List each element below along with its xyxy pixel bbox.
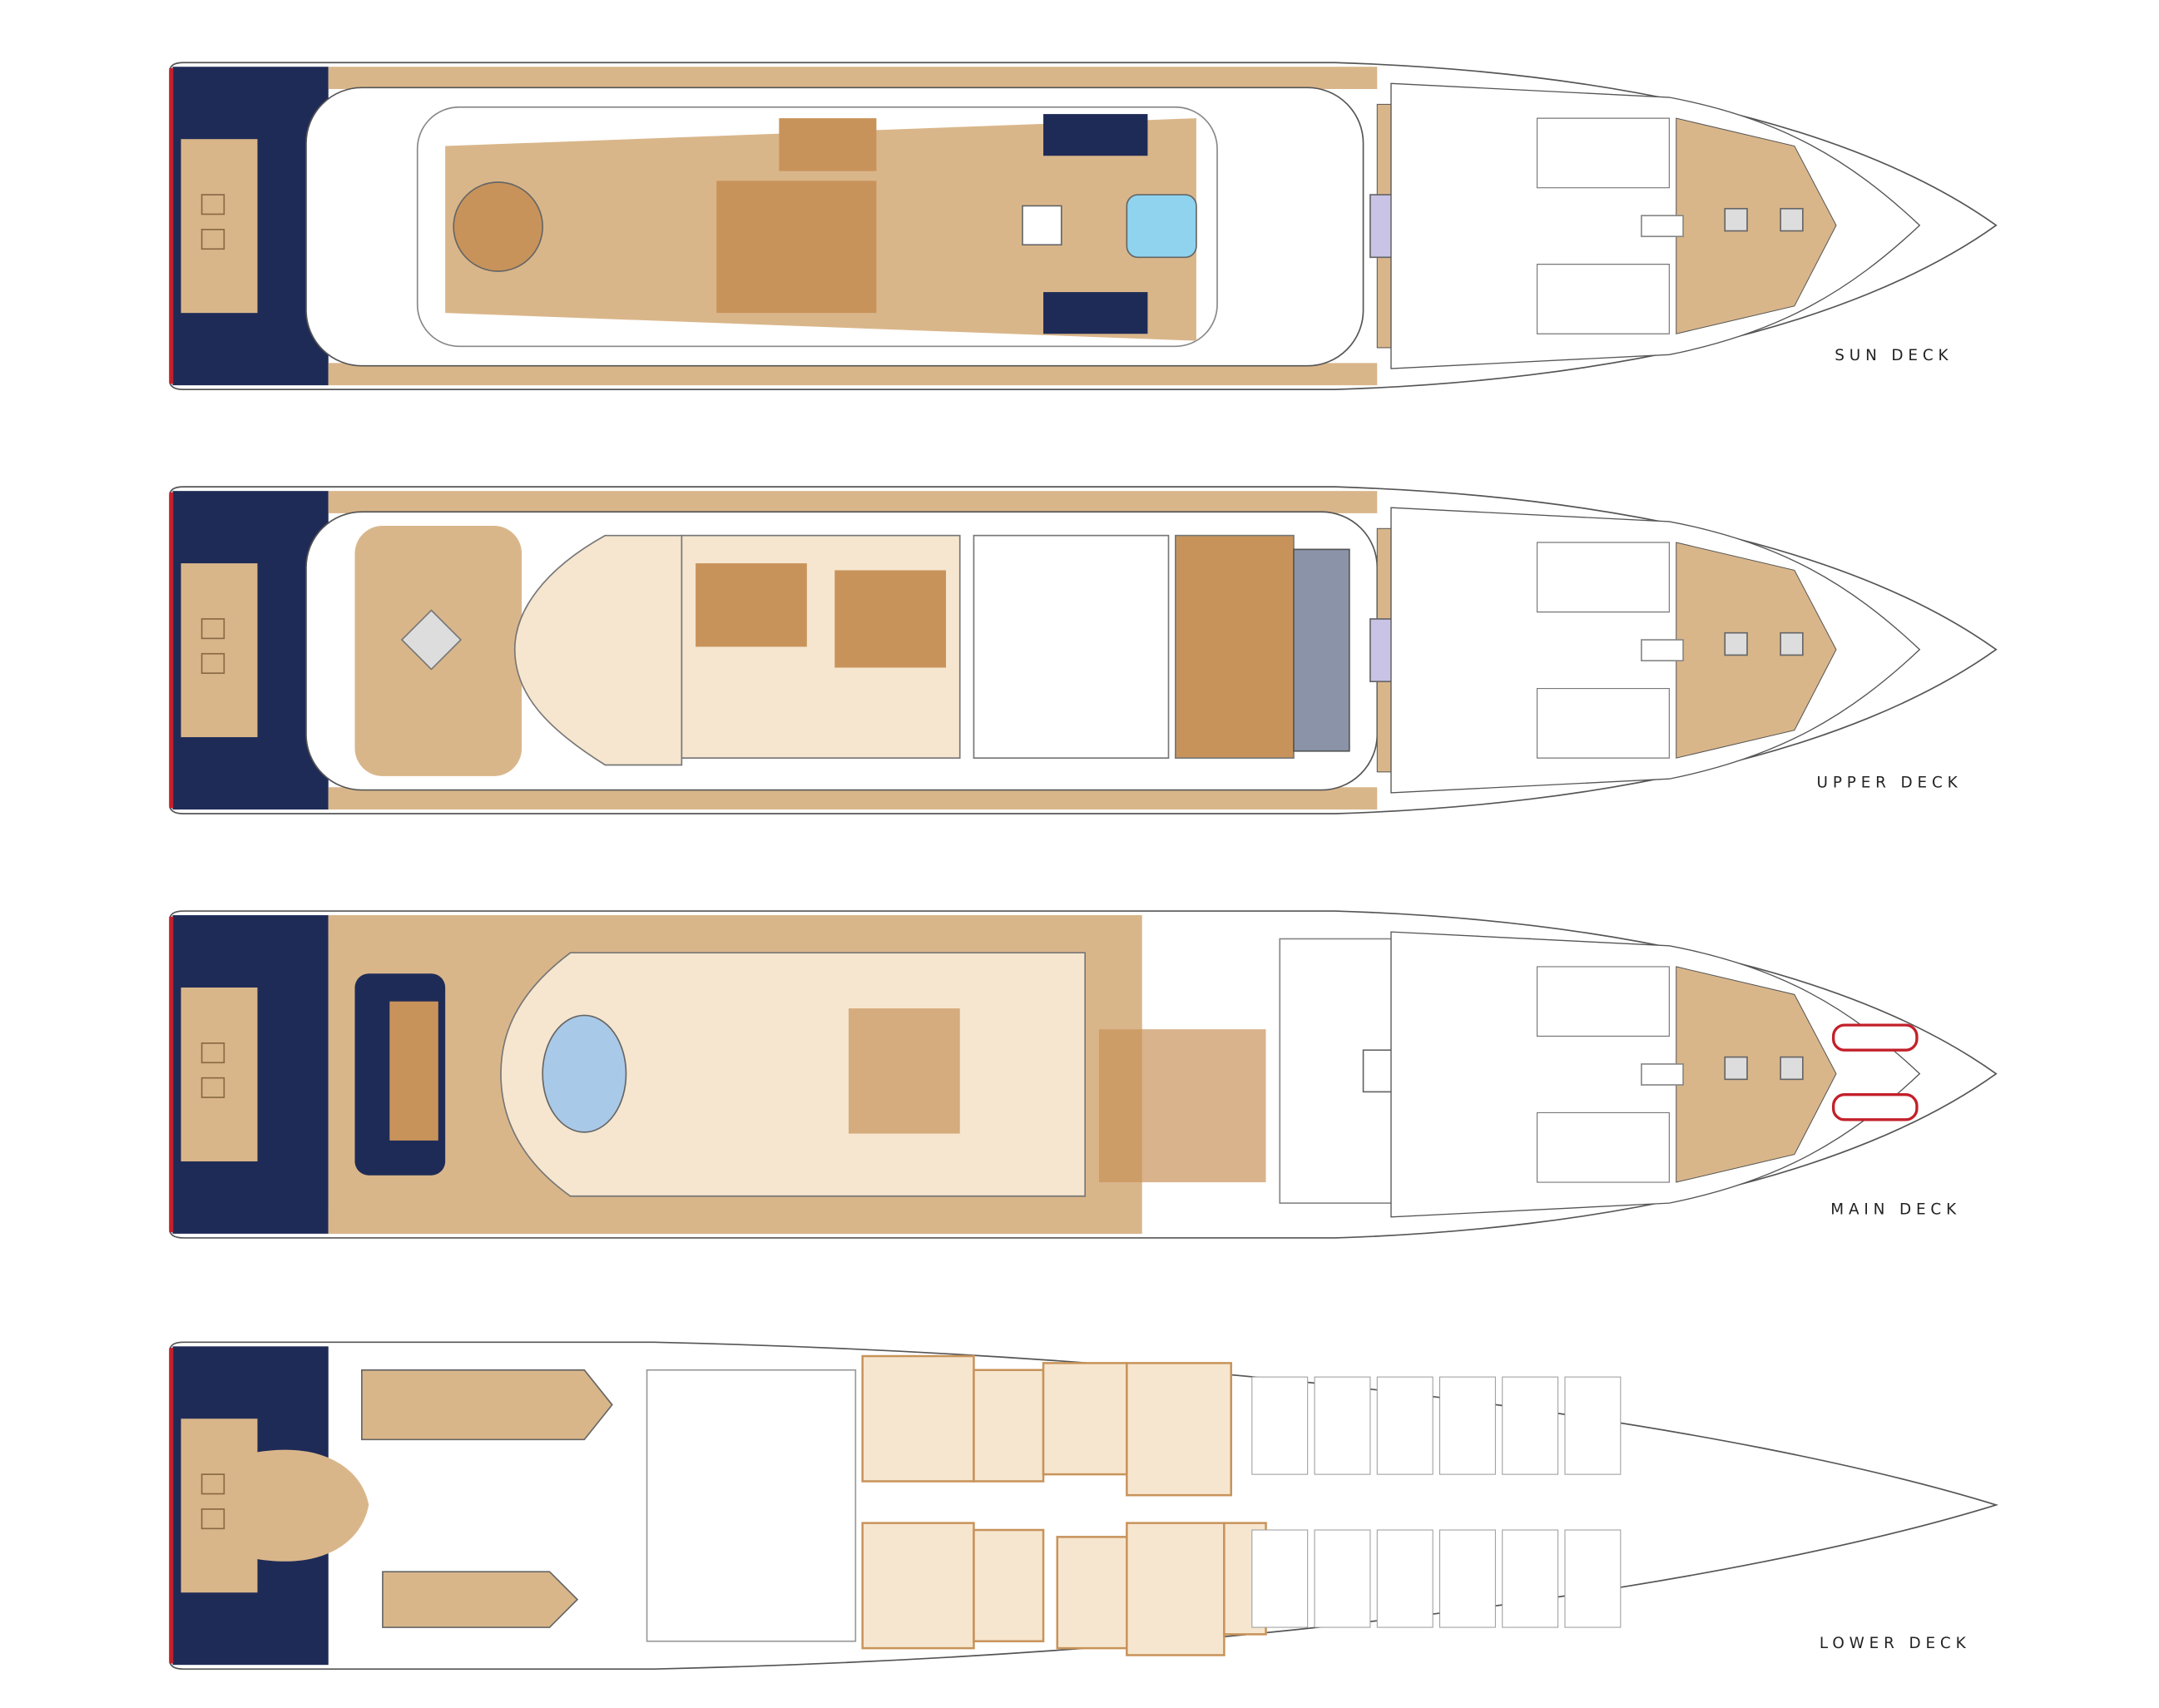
study [1098,1029,1266,1183]
stair-lobby [973,534,1170,759]
dining-table [542,1014,627,1133]
sun-lounger-set [1043,292,1148,334]
stern-hatch [201,1042,225,1064]
dressing [834,570,947,668]
table [400,609,463,671]
sun-lounger-set [1043,114,1148,156]
deck-label-main: MAIN DECK [1830,1201,1961,1219]
deck-label-lower: LOWER DECK [1820,1635,1971,1652]
wheelhouse [1175,534,1295,759]
deck-upper [169,486,1998,814]
stern-teak [181,1418,258,1593]
jet-ski [1831,1023,1919,1052]
side-deck-starboard [328,787,1378,810]
stern-teak [181,987,258,1161]
foredeck-teak [1676,117,1837,334]
helm-console [1293,548,1350,752]
gym-area [716,181,877,314]
stern-hatch [201,1508,225,1530]
crew-cabin [1251,1529,1309,1628]
upper-lounge [513,534,683,766]
side-deck-starboard [328,363,1378,386]
tender [361,1369,613,1441]
foredeck-teak [1676,966,1837,1183]
foredeck-teak [1676,542,1837,759]
crew-cabin [1502,1376,1559,1475]
tender [382,1571,579,1628]
bar [779,118,877,171]
crew-cabin [1564,1529,1622,1628]
crew-cabin [1251,1376,1309,1475]
guest-cabin [1126,1522,1226,1656]
capstan [1780,631,1804,656]
side-deck-port [328,67,1378,89]
jacuzzi [1126,194,1197,259]
stern-hatch [201,229,225,250]
guest-cabin [973,1528,1045,1643]
windlass [1641,1063,1684,1086]
engine-room [646,1369,857,1642]
stern-hatch [201,194,225,215]
jet-ski [1831,1093,1919,1121]
crew-cabin [1376,1376,1434,1475]
table [1022,205,1062,246]
stern-hatch [201,1077,225,1098]
guest-cabin [1042,1362,1128,1476]
deck-sun [169,62,1998,390]
beach-club [250,1449,369,1562]
deck-label-upper: UPPER DECK [1817,774,1963,791]
stern-hatch [201,1473,225,1495]
stern-teak [181,139,258,314]
tender-bay [1536,117,1670,334]
deck-main [169,910,1998,1239]
crew-cabin [1314,1376,1371,1475]
aft-table [389,1001,438,1141]
windlass [1641,215,1684,238]
crew-cabin [1376,1529,1434,1628]
crew-cabin [1502,1529,1559,1628]
guest-cabin [861,1522,975,1650]
capstan [1724,631,1748,656]
side-deck-port [328,491,1378,513]
windlass [1641,639,1684,661]
guest-cabin [973,1369,1045,1483]
stern-hatch [201,652,225,674]
tender-bay [1536,966,1670,1183]
crew-cabin [1314,1529,1371,1628]
crew-cabin [1439,1376,1496,1475]
capstan [1780,1056,1804,1081]
stern-teak [181,563,258,738]
crew-cabin [1439,1529,1496,1628]
deck-label-sun: SUN DECK [1835,347,1953,364]
saloon-seating [848,1008,960,1134]
stern-hatch [201,618,225,640]
capstan [1724,207,1748,232]
crew-cabin [1564,1376,1622,1475]
deck-lower [169,1341,1999,1671]
bathroom [696,563,807,647]
capstan [1724,1056,1748,1081]
tender-bay [1536,542,1670,759]
round-seating [453,181,544,272]
guest-cabin [1126,1362,1232,1497]
capstan [1780,207,1804,232]
guest-cabin [861,1354,975,1483]
